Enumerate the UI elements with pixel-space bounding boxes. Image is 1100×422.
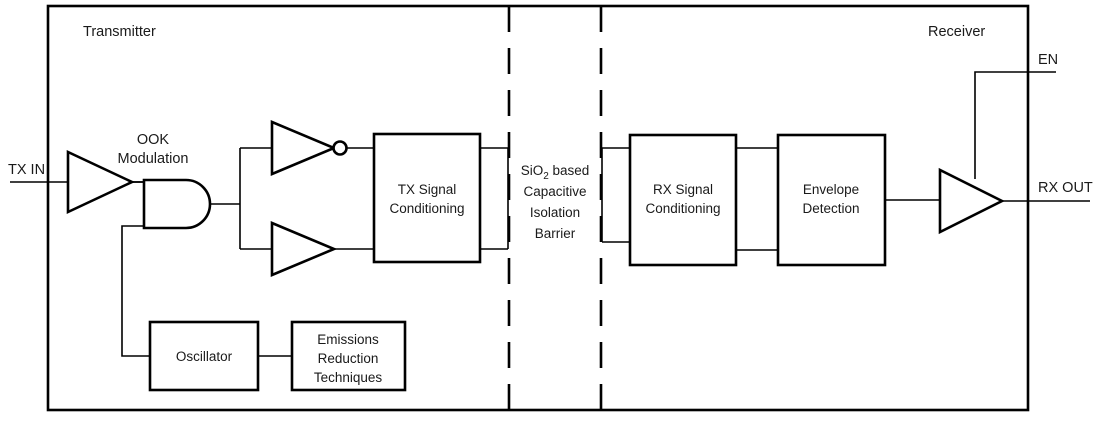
output-buffer	[938, 167, 1005, 235]
barrier-line4: Barrier	[535, 226, 576, 241]
emissions-reduction-label-line2: Reduction	[318, 351, 379, 366]
rx-out-label: RX OUT	[1038, 180, 1093, 196]
receiver-label: Receiver	[928, 24, 985, 40]
tx-in-label: TX IN	[8, 162, 45, 178]
ook-modulation-label-line1: OOK	[137, 132, 170, 148]
inverter-gate	[270, 120, 338, 176]
rx-signal-conditioning-block	[628, 133, 738, 267]
svg-text:SiO2 based: SiO2 based	[521, 163, 590, 182]
barrier-line3: Isolation	[530, 205, 580, 220]
envelope-detection-label-line1: Envelope	[803, 182, 859, 197]
rx-signal-conditioning-label-line1: RX Signal	[653, 182, 713, 197]
en-label: EN	[1038, 52, 1058, 68]
barrier-sio-text: SiO	[521, 163, 544, 178]
emissions-reduction-label-line3: Techniques	[314, 370, 383, 385]
transmitter-label: Transmitter	[83, 24, 156, 40]
buffer-gate	[270, 221, 338, 277]
barrier-sio-subscript: 2	[543, 171, 549, 182]
tx-signal-conditioning-label-line1: TX Signal	[398, 182, 457, 197]
envelope-detection-label-line2: Detection	[802, 201, 859, 216]
rx-signal-conditioning-label-line2: Conditioning	[645, 201, 720, 216]
and-gate	[142, 178, 212, 230]
emissions-reduction-block	[290, 320, 407, 392]
inverter-bubble-icon	[332, 140, 348, 156]
barrier-based-text: based	[549, 163, 590, 178]
envelope-detection-block	[776, 133, 887, 267]
tx-signal-conditioning-label-line2: Conditioning	[389, 201, 464, 216]
barrier-line2: Capacitive	[523, 184, 586, 199]
oscillator-label: Oscillator	[176, 349, 233, 364]
isolation-barrier-caption: SiO2 based Capacitive Isolation Barrier	[521, 163, 590, 241]
tx-signal-conditioning-block	[372, 132, 482, 264]
input-buffer	[66, 149, 136, 215]
emissions-reduction-label-line1: Emissions	[317, 332, 379, 347]
ook-modulation-label-line2: Modulation	[118, 151, 189, 167]
and-gate-bottom-input-wire	[121, 225, 150, 357]
en-enable-wire	[974, 71, 1056, 179]
